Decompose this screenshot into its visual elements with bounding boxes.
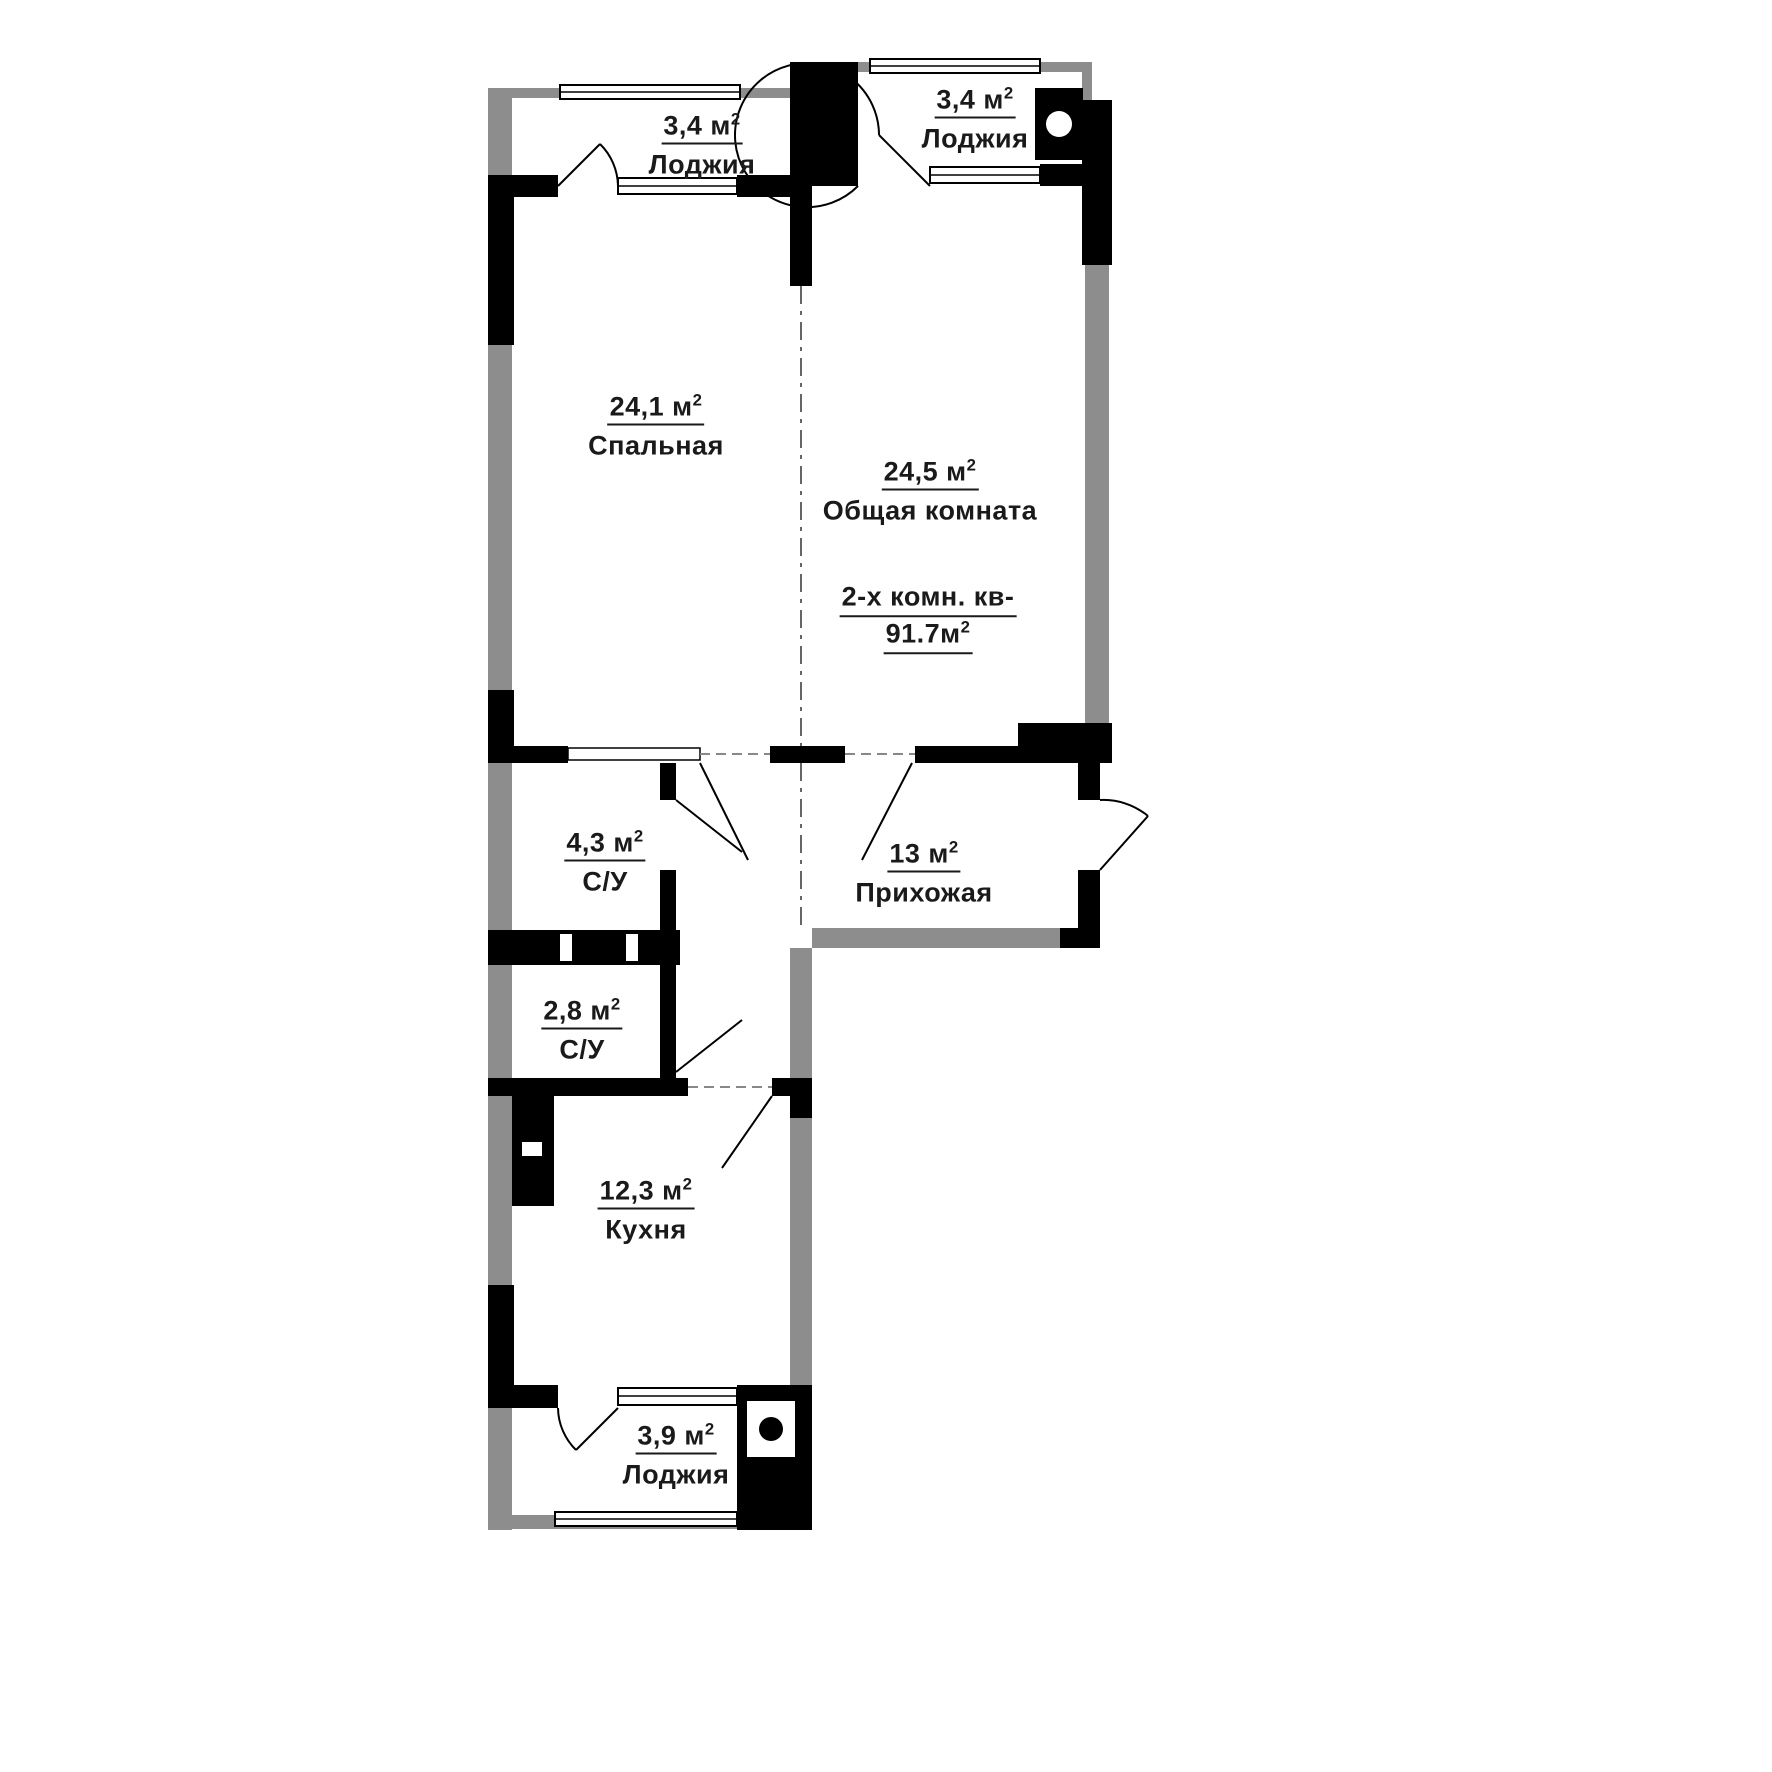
room-area: 3,4 м2 [661,110,743,145]
room-label-loggia-bottom: 3,9 м2 Лоджия [623,1420,730,1491]
room-area: 12,3 м2 [597,1175,695,1210]
room-area: 24,5 м2 [881,456,979,491]
loggia-left-door [557,143,619,187]
room-label-bathroom: 4,3 м2 С/У [564,827,646,898]
room-label-toilet: 2,8 м2 С/У [541,995,623,1066]
column-marker-top-icon [1046,111,1072,137]
window-centerlines [555,65,1040,1520]
room-area: 2,8 м2 [541,995,623,1030]
apartment-total-area: 91.7м2 [883,617,973,654]
loggia-right-door [734,62,931,209]
room-name: С/У [582,866,628,897]
room-name: Прихожая [855,877,993,908]
column-markers [745,111,1072,1459]
room-area: 3,9 м2 [635,1420,717,1455]
doors-layer [557,62,1149,1451]
thin-partition [567,747,701,761]
room-label-kitchen: 12,3 м2 Кухня [597,1175,695,1246]
room-label-bedroom: 24,1 м2 Спальная [588,391,724,462]
kitchen-door [721,1095,773,1169]
room-name: Спальная [588,430,724,461]
room-name: Кухня [605,1214,687,1245]
shaft-slits [522,934,638,1156]
living-room-door [861,762,913,861]
room-area: 13 м2 [887,838,961,873]
apartment-type: 2-х комн. кв- [839,580,1017,617]
bathroom-door [675,799,743,853]
bedroom-door [699,762,749,861]
entrance-door [1099,798,1149,871]
room-name: Общая комната [822,495,1038,526]
room-area: 4,3 м2 [564,827,646,862]
room-name: Лоджия [622,1459,730,1490]
walls-black-layer [488,62,1112,1530]
room-label-loggia-top-left: 3,4 м2 Лоджия [649,110,756,181]
column-marker-bottom-icon [759,1417,783,1441]
room-label-loggia-top-right: 3,4 м2 Лоджия [922,84,1029,155]
room-name: Лоджия [648,149,756,180]
room-label-hallway: 13 м2 Прихожая [855,838,992,909]
room-name: С/У [559,1034,605,1065]
opening-dashes [688,753,915,1088]
room-area: 3,4 м2 [934,84,1016,119]
loggia-bottom-door [557,1407,619,1451]
toilet-door [675,1019,743,1073]
room-label-living-room: 24,5 м2 Общая комната [823,456,1037,527]
room-name: Лоджия [921,123,1029,154]
room-area: 24,1 м2 [607,391,705,426]
apartment-title: 2-х комн. кв- 91.7м2 [839,580,1017,654]
